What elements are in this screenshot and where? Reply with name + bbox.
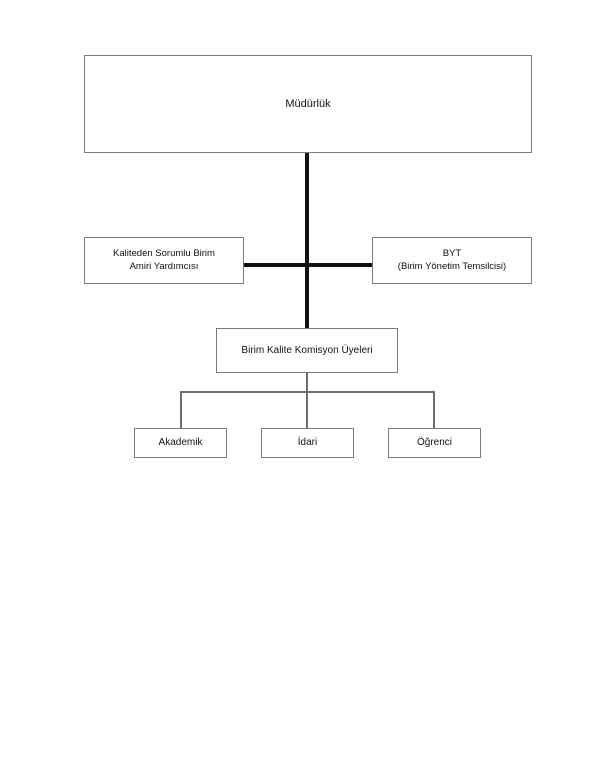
connector-mudurluk-to-komisyon — [305, 152, 309, 329]
node-mudurluk-label: Müdürlük — [285, 97, 331, 110]
node-kaliteden-sorumlu-birim-amiri-yardimcisi: Kaliteden Sorumlu Birim Amiri Yardımcısı — [84, 237, 244, 284]
node-byt-label: BYT (Birim Yönetim Temsilcisi) — [392, 248, 512, 274]
connector-drop-akademik — [180, 391, 182, 429]
connector-drop-idari — [306, 391, 308, 429]
node-akademik-label: Akademik — [158, 437, 203, 449]
node-byt-line2: (Birim Yönetim Temsilcisi) — [397, 260, 507, 272]
node-byt-line1: BYT — [442, 247, 462, 259]
connector-crossbar-second-level — [243, 263, 373, 267]
node-idari-label: İdari — [297, 437, 318, 449]
node-komisyon-label: Birim Kalite Komisyon Üyeleri — [241, 344, 373, 356]
node-byt: BYT (Birim Yönetim Temsilcisi) — [372, 237, 532, 284]
node-birim-kalite-komisyon-uyeleri: Birim Kalite Komisyon Üyeleri — [216, 328, 398, 373]
node-ogrenci: Öğrenci — [388, 428, 481, 458]
node-akademik: Akademik — [134, 428, 227, 458]
node-mudurluk: Müdürlük — [84, 55, 532, 153]
node-kalite-yardimcisi-line2: Amiri Yardımcısı — [129, 260, 199, 272]
node-kalite-yardimcisi-label: Kaliteden Sorumlu Birim Amiri Yardımcısı — [107, 248, 221, 274]
node-ogrenci-label: Öğrenci — [416, 437, 452, 449]
node-kalite-yardimcisi-line1: Kaliteden Sorumlu Birim — [113, 247, 215, 259]
connector-komisyon-stem — [306, 373, 308, 393]
connector-drop-ogrenci — [433, 391, 435, 429]
node-idari: İdari — [261, 428, 354, 458]
